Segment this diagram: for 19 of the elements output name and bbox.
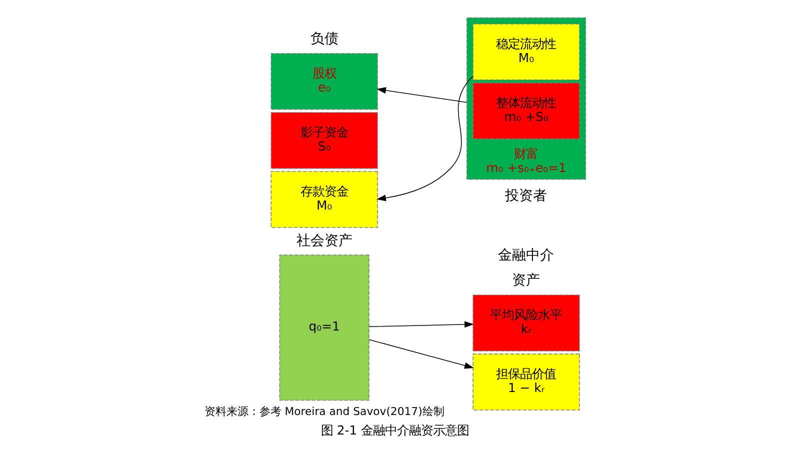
arrow [376, 76, 473, 202]
node-box: q₀=1 [278, 254, 369, 401]
label: 投资者 [504, 188, 547, 204]
node-box: 存款资金 M₀ [270, 171, 378, 228]
node-box: 股权 e₀ [270, 53, 378, 110]
caption: 图 2-1 金融中介融资示意图 [320, 422, 469, 438]
node-box: 稳定流动性 M₀ [472, 24, 580, 80]
label: 资产 [512, 272, 540, 288]
node-box: 担保品价值 1 − kᵣ [472, 354, 580, 410]
arrow [368, 339, 474, 369]
arrow [376, 87, 467, 103]
label: 资料来源：参考 Moreira and Savov(2017)绘制 [204, 405, 444, 418]
label: 金融中介 [498, 248, 554, 264]
node-box: 平均风险水平 kᵣ [472, 294, 580, 352]
node-box: 整体流动性 m₀ +S₀ [472, 82, 580, 140]
arrow [368, 321, 474, 328]
label: 社会资产 [296, 232, 352, 249]
label: 负债 [310, 30, 338, 47]
node-box: 影子资金 S₀ [270, 112, 378, 169]
